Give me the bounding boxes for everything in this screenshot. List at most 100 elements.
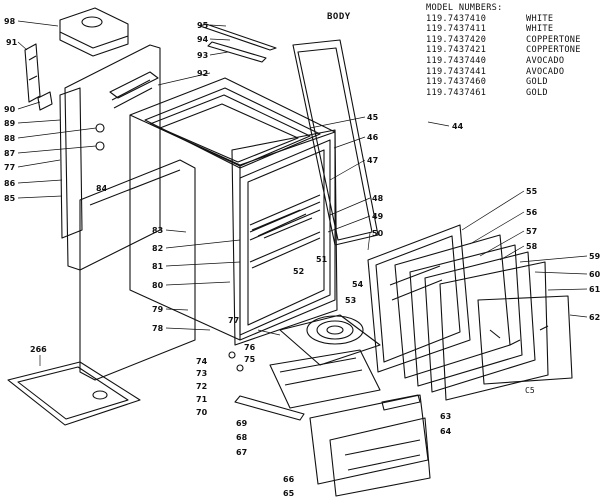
part-91-bracket	[24, 43, 41, 103]
part-83-side-panel	[79, 159, 196, 381]
model-numbers-block: MODEL NUMBERS: 119.7437410 WHITE 119.743…	[426, 3, 581, 98]
callout-69: 69	[236, 419, 248, 428]
model-row: 119.7437440 AVOCADO	[426, 56, 581, 67]
model-number: 119.7437440	[426, 55, 487, 66]
callout-75: 75	[244, 355, 256, 364]
callout-64: 64	[440, 427, 452, 436]
model-row: 119.7437420 COPPERTONE	[426, 35, 581, 46]
callout-48: 48	[372, 194, 384, 203]
callout-90: 90	[4, 105, 16, 114]
model-color: WHITE	[526, 24, 554, 35]
callout-54: 54	[352, 280, 364, 289]
callout-87: 87	[4, 149, 15, 158]
callout-66: 66	[283, 475, 295, 484]
callout-49: 49	[372, 212, 384, 221]
model-color: WHITE	[526, 13, 554, 24]
callout-93: 93	[197, 51, 208, 60]
callout-45: 45	[367, 113, 379, 122]
callout-63: 63	[440, 412, 451, 421]
oven-cavity	[239, 139, 331, 336]
callout-74: 74	[196, 357, 208, 366]
diagram-title: BODY	[327, 12, 351, 22]
part-90-clip	[37, 91, 53, 111]
callout-56: 56	[526, 208, 538, 217]
callout-81: 81	[152, 262, 164, 271]
model-row: 119.7437460 GOLD	[426, 77, 581, 88]
part-67-drawer	[309, 394, 431, 497]
callout-44: 44	[452, 122, 464, 131]
part-45-right-panel	[292, 39, 379, 246]
callout-91: 91	[6, 38, 18, 47]
callout-92: 92	[197, 69, 208, 78]
model-number: 119.7437460	[426, 77, 487, 88]
callout-76: 76	[244, 343, 256, 352]
callout-77b: 77	[228, 316, 239, 325]
model-number: 119.7437420	[426, 34, 487, 45]
part-73-clip	[236, 364, 244, 372]
part-92-back-panel	[64, 44, 161, 271]
callout-60: 60	[589, 270, 601, 279]
callout-77a: 77	[4, 163, 15, 172]
callout-51: 51	[316, 255, 328, 264]
part-70-rail	[234, 395, 305, 421]
callout-94: 94	[197, 35, 209, 44]
callout-59: 59	[589, 252, 601, 261]
callout-50: 50	[372, 229, 384, 238]
callout-89: 89	[4, 119, 16, 128]
model-row: 119.7437421 COPPERTONE	[426, 45, 581, 56]
model-color: COPPERTONE	[526, 34, 581, 45]
callout-79: 79	[152, 305, 164, 314]
part-62-outer-door	[477, 295, 573, 385]
callout-88: 88	[4, 134, 16, 143]
callout-62: 62	[589, 313, 600, 322]
model-number: 119.7437421	[426, 45, 487, 56]
callout-58: 58	[526, 242, 538, 251]
part-95-top-trim	[199, 23, 277, 51]
callout-95: 95	[197, 21, 209, 30]
part-74-screw	[228, 351, 236, 359]
callout-86: 86	[4, 179, 16, 188]
callout-73: 73	[196, 369, 207, 378]
callout-82: 82	[152, 244, 163, 253]
model-color: AVOCADO	[526, 55, 565, 66]
callout-67: 67	[236, 448, 247, 457]
door-panels	[394, 234, 549, 401]
page-code: C5	[525, 386, 535, 395]
part-266-drip-tray	[7, 361, 141, 426]
part-98-vent-hood	[59, 7, 129, 57]
part-72-broiler-pan	[269, 349, 381, 409]
model-number: 119.7437461	[426, 87, 487, 98]
model-numbers-header: MODEL NUMBERS:	[426, 3, 503, 13]
callout-98: 98	[4, 17, 16, 26]
callout-80: 80	[152, 281, 164, 290]
callout-47: 47	[367, 156, 378, 165]
model-row: 119.7437411 WHITE	[426, 24, 581, 35]
callout-266: 266	[30, 345, 47, 354]
part-46-frame-trim	[231, 129, 338, 346]
callout-85: 85	[4, 194, 16, 203]
callout-70: 70	[196, 408, 208, 417]
model-row: 119.7437410 WHITE	[426, 14, 581, 25]
callout-78: 78	[152, 324, 164, 333]
callout-46: 46	[367, 133, 379, 142]
model-number: 119.7437441	[426, 66, 487, 77]
callout-72: 72	[196, 382, 207, 391]
part-50-door-frame	[367, 224, 471, 373]
callout-84: 84	[96, 184, 108, 193]
callout-68: 68	[236, 433, 248, 442]
part-93-trim-clip	[207, 41, 267, 63]
model-color: COPPERTONE	[526, 45, 581, 56]
model-color: GOLD	[526, 77, 548, 88]
model-number: 119.7437411	[426, 24, 487, 35]
callout-83: 83	[152, 226, 163, 235]
model-color: GOLD	[526, 87, 548, 98]
callout-53: 53	[345, 296, 356, 305]
model-number: 119.7437410	[426, 13, 487, 24]
model-color: AVOCADO	[526, 66, 565, 77]
callout-61: 61	[589, 285, 601, 294]
callout-71: 71	[196, 395, 208, 404]
leader-lines	[17, 20, 588, 366]
model-row: 119.7437461 GOLD	[426, 88, 581, 99]
callout-65: 65	[283, 489, 295, 498]
